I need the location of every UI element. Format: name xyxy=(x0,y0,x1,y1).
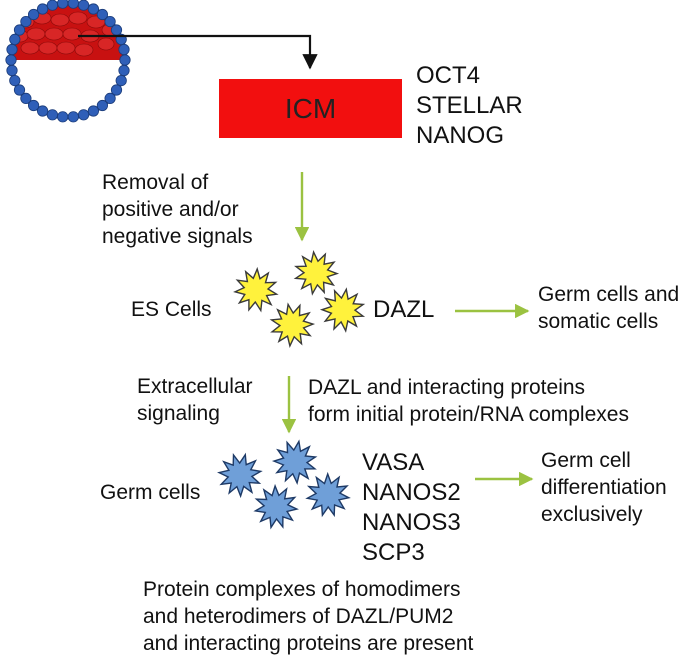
es-cells-label: ES Cells xyxy=(131,298,212,321)
footer-line3: and interacting proteins are present xyxy=(143,632,474,655)
trophectoderm-bead xyxy=(67,111,79,123)
es-cell-star xyxy=(233,266,279,313)
germ-outcome-line3: exclusively xyxy=(541,503,643,526)
trophectoderm-bead xyxy=(20,16,32,28)
trophectoderm-bead xyxy=(27,8,40,21)
trophectoderm-bead xyxy=(104,92,116,105)
trophectoderm-bead xyxy=(96,8,109,21)
germ-cell-star xyxy=(253,483,299,530)
trophectoderm-bead xyxy=(67,0,79,9)
es-cell-star xyxy=(293,250,340,296)
germ-cells-label: Germ cells xyxy=(100,481,201,504)
footer-line2: and heterodimers of DAZL/PUM2 xyxy=(143,605,454,628)
trophectoderm-bead xyxy=(119,54,131,66)
trophectoderm-bead xyxy=(57,111,69,123)
trophectoderm-bead xyxy=(87,105,100,117)
germ-outcome-line2: differentiation xyxy=(541,476,667,499)
trophectoderm-bead xyxy=(9,75,21,87)
es-outcome-line2: somatic cells xyxy=(538,310,659,333)
step1-note-line2: positive and/or xyxy=(102,198,239,221)
icm-marker-nanog: NANOG xyxy=(416,122,505,149)
es-cell-star xyxy=(319,287,366,333)
es-cells-star-cluster xyxy=(233,250,366,348)
trophectoderm-bead xyxy=(46,0,58,11)
germ-cell-star xyxy=(271,439,318,485)
trophectoderm-bead xyxy=(104,16,116,28)
trophectoderm-bead xyxy=(46,109,59,121)
trophectoderm-bead xyxy=(96,99,109,112)
es-outcome-line1: Germ cells and xyxy=(538,283,680,306)
step2-left-note-line1: Extracellular xyxy=(137,375,253,398)
trophectoderm-bead xyxy=(20,92,32,105)
germ-marker-nanos3: NANOS3 xyxy=(362,509,461,536)
es-cell-star xyxy=(269,302,316,348)
germ-marker-scp3: SCP3 xyxy=(362,539,425,566)
trophectoderm-bead xyxy=(115,75,127,87)
germ-outcome-line1: Germ cell xyxy=(541,449,631,472)
trophectoderm-bead xyxy=(36,105,49,117)
es-cells-marker-dazl: DAZL xyxy=(373,296,435,323)
trophectoderm-bead xyxy=(118,43,130,56)
germ-cell-star xyxy=(305,471,351,518)
step2-left-note-line2: signaling xyxy=(137,402,220,425)
trophectoderm-bead xyxy=(78,109,90,121)
trophectoderm-bead xyxy=(87,3,100,15)
trophectoderm-bead xyxy=(57,0,69,9)
inner-cell-mass-cluster xyxy=(11,3,125,60)
trophectoderm-bead xyxy=(5,54,17,66)
germ-marker-nanos2: NANOS2 xyxy=(362,479,461,506)
trophectoderm-bead xyxy=(13,84,26,96)
trophectoderm-bead xyxy=(9,33,21,46)
trophectoderm-bead xyxy=(118,64,130,77)
icm-pointer-arrow xyxy=(78,34,318,70)
icm-marker-stellar: STELLAR xyxy=(416,92,523,119)
step1-note-line1: Removal of xyxy=(102,171,209,194)
icm-box: ICM xyxy=(219,79,402,138)
germ-cells-star-cluster xyxy=(217,439,351,530)
trophectoderm-bead xyxy=(6,43,18,56)
step1-note-line3: negative signals xyxy=(102,225,253,248)
step2-right-note-line2: form initial protein/RNA complexes xyxy=(308,403,629,426)
trophectoderm-bead xyxy=(6,64,18,77)
trophectoderm-bead xyxy=(78,0,90,11)
footer-line1: Protein complexes of homodimers xyxy=(143,578,461,601)
trophectoderm-bead xyxy=(27,99,40,112)
blastocyst-icon xyxy=(5,0,131,123)
germ-marker-vasa: VASA xyxy=(362,449,425,476)
trophectoderm-bead xyxy=(36,3,49,15)
trophectoderm-bead xyxy=(110,84,123,96)
trophectoderm-bead xyxy=(13,24,26,36)
step2-right-note-line1: DAZL and interacting proteins xyxy=(308,376,586,399)
icm-label: ICM xyxy=(284,92,337,124)
trophectoderm-bead xyxy=(110,24,123,36)
icm-marker-oct4: OCT4 xyxy=(416,62,481,89)
germ-cell-star xyxy=(217,452,263,499)
